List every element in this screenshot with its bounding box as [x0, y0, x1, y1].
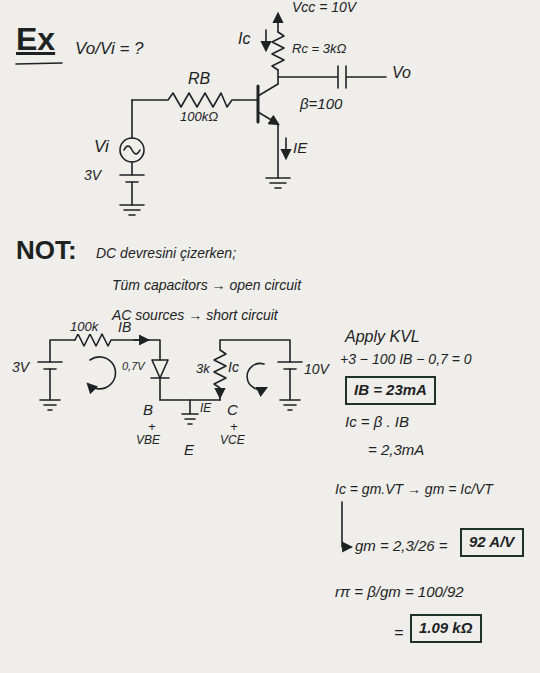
label-text: β=100: [300, 96, 342, 113]
base-bar: [257, 86, 260, 122]
label-text: Ic = gm.VT → gm = Ic/VT: [335, 482, 493, 497]
rc-resistor: [272, 32, 284, 70]
label-text: Vo: [392, 64, 411, 82]
rc-resistor: [214, 340, 290, 400]
title-underline: [16, 63, 62, 64]
emitter-lead: [258, 112, 278, 124]
label-text: 3k: [196, 362, 210, 376]
label-text: NOT:: [16, 236, 77, 265]
label-text: IB: [118, 320, 131, 335]
output-wire: [278, 66, 386, 88]
label-text: 100kΩ: [180, 110, 218, 124]
label-text: 100k: [70, 320, 98, 334]
result-box: 1.09 kΩ: [410, 614, 482, 643]
label-text: Ic: [238, 30, 250, 48]
loop-arrow: [247, 363, 266, 389]
label-text: +: [148, 420, 156, 434]
label-text: Vcc = 10V: [292, 0, 356, 15]
label-text: B: [143, 402, 153, 419]
battery-symbol: [38, 362, 62, 369]
ic-arrow: [265, 30, 267, 50]
ac-wave: [124, 146, 140, 154]
left-wire: [50, 340, 75, 362]
result-text: IB = 23mA: [354, 382, 427, 399]
ground-symbol: [280, 400, 300, 410]
label-text: +3 − 100 IB − 0,7 = 0: [340, 352, 472, 367]
label-text: Ic: [228, 360, 239, 375]
result-text: 92 A/V: [469, 534, 514, 551]
ground-symbol: [40, 400, 60, 410]
ib-arrow: [134, 339, 148, 341]
battery-symbol: [278, 362, 302, 369]
ground-symbol: [182, 400, 198, 424]
label-text: 10V: [304, 362, 329, 377]
label-text: Apply KVL: [345, 328, 420, 346]
label-text: IE: [200, 402, 211, 415]
ground-symbol: [120, 205, 144, 215]
ac-source: [120, 138, 144, 162]
ic-arrow: [219, 389, 221, 397]
label-text: AC sources → short circuit: [112, 308, 278, 323]
label-text: Vi: [94, 138, 109, 157]
label-text: RB: [188, 70, 210, 88]
ie-arrow: [285, 138, 287, 158]
label-text: Ic = β . IB: [345, 414, 409, 431]
result-box: 92 A/V: [460, 528, 524, 557]
label-text: Vo/Vi = ?: [75, 40, 144, 59]
diode-symbol: [151, 360, 169, 400]
label-text: VCE: [220, 434, 245, 447]
label-text: rπ = β/gm = 100/92: [335, 584, 464, 601]
label-text: =: [394, 624, 403, 642]
label-text: 3V: [12, 360, 29, 375]
label-text: +: [230, 420, 238, 434]
label-text: gm = 2,3/26 =: [355, 538, 448, 555]
result-text: 1.09 kΩ: [419, 620, 472, 637]
label-text: Tüm capacitors → open circuit: [112, 278, 301, 293]
derivation-arrow: [342, 502, 351, 547]
result-box: IB = 23mA: [345, 376, 436, 405]
battery-symbol: [120, 175, 144, 182]
label-text: = 2,3mA: [368, 442, 424, 459]
ground-symbol: [266, 178, 290, 188]
label-text: C: [227, 402, 238, 419]
vcc-wire: [277, 14, 279, 32]
label-text: 0,7V: [122, 360, 145, 372]
label-text: DC devresini çizerken;: [96, 246, 236, 261]
label-text: VBE: [136, 434, 160, 447]
rb-resistor: [75, 334, 160, 360]
rb-resistor: [132, 93, 258, 107]
source-wire: [131, 182, 133, 205]
label-text: Rc = 3kΩ: [292, 42, 346, 56]
label-text: IE: [293, 140, 307, 157]
label-text: E: [184, 442, 194, 459]
label-text: 3V: [84, 168, 101, 183]
title: Ex: [16, 22, 55, 57]
right-wire: [289, 369, 291, 400]
collector-lead: [258, 84, 278, 96]
emitter-wire: [277, 124, 279, 178]
loop-arrow: [88, 357, 115, 389]
drawing-part: [16, 14, 386, 547]
left-wire: [49, 369, 51, 400]
